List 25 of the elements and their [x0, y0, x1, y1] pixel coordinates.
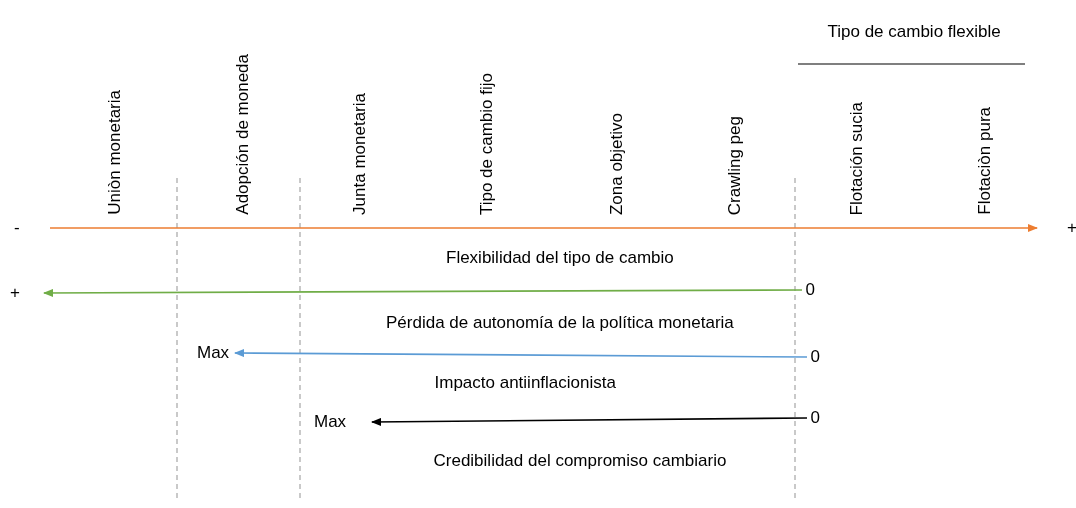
column-heading: Uniòn monetaria	[105, 90, 125, 215]
column-heading: Adopción de moneda	[233, 54, 253, 215]
column-heading: Zona objetivo	[607, 113, 627, 216]
arrow	[234, 349, 808, 358]
scale-end-label: Max	[314, 412, 347, 432]
scale-end-label: 0	[810, 347, 820, 367]
axis-caption: Credibilidad del compromiso cambiario	[433, 451, 727, 471]
column-heading: Junta monetaria	[350, 93, 370, 215]
group-heading: Tipo de cambio flexible	[827, 22, 1001, 42]
arrow	[371, 417, 808, 426]
column-heading: Flotaciòn pura	[975, 107, 995, 215]
scale-end-label: 0	[810, 408, 820, 428]
scale-end-label: 0	[805, 280, 815, 300]
scale-end-label: Max	[197, 343, 230, 363]
arrow	[43, 288, 803, 297]
column-heading: Tipo de cambio fijo	[477, 73, 497, 216]
column-heading: Flotación sucia	[847, 102, 867, 216]
column-heading: Crawling peg	[725, 116, 745, 216]
scale-end-label: +	[1067, 218, 1076, 238]
axis-caption: Pérdida de autonomía de la política monetaria	[386, 313, 734, 333]
arrow	[49, 224, 1038, 232]
scale-end-label: +	[10, 283, 20, 303]
axis-caption: Impacto antiinflacionista	[434, 373, 616, 393]
axis-caption: Flexibilidad del tipo de cambio	[446, 248, 674, 268]
scale-end-label: -	[14, 218, 20, 238]
